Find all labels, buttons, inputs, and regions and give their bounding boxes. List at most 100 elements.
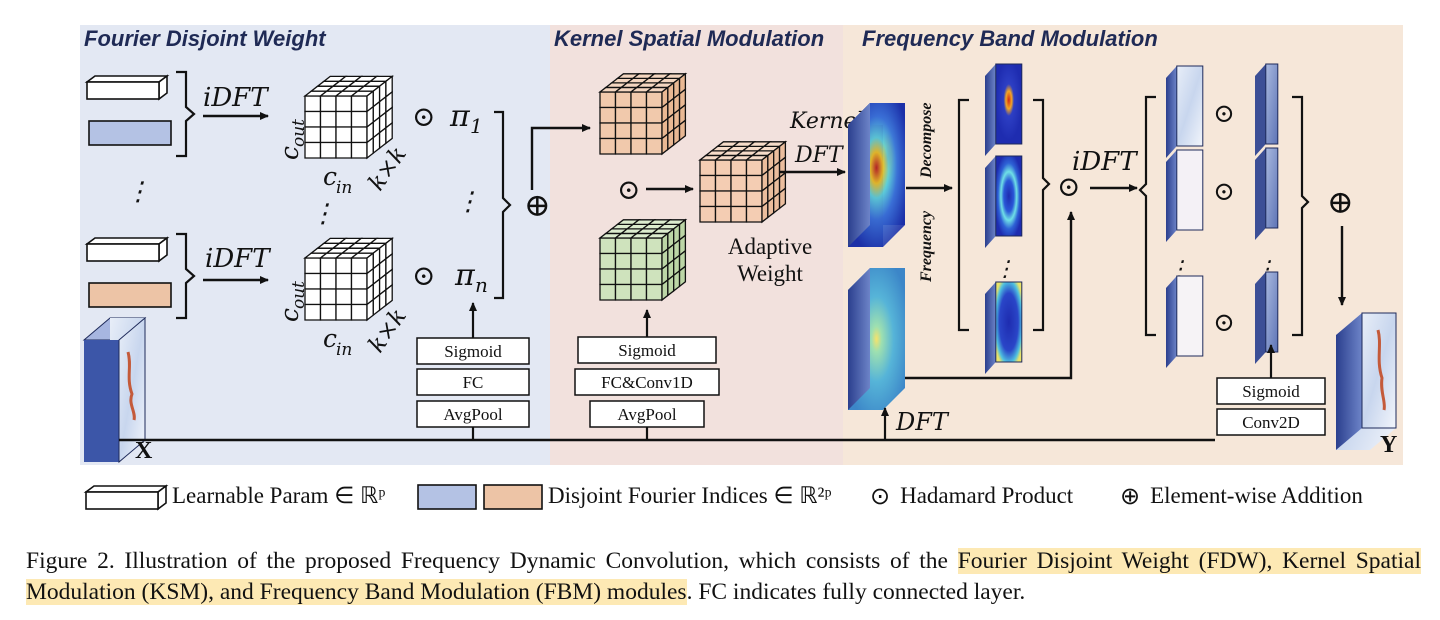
fdw-box-fc: FC xyxy=(463,373,484,392)
idft-label-top: iDFT xyxy=(203,83,269,113)
cube-cell xyxy=(319,126,337,144)
svg-text:Decompose: Decompose xyxy=(918,102,935,179)
cube-cell xyxy=(645,137,663,155)
cube-cell xyxy=(699,159,717,177)
svg-text:π: π xyxy=(449,99,471,134)
frequency-label: Frequency xyxy=(918,210,935,283)
learnable-param-top xyxy=(84,74,170,101)
hadamard-band-2: ⊙ xyxy=(1213,177,1235,207)
cube-cell xyxy=(599,283,617,301)
cube-cell xyxy=(645,268,663,286)
cube-cell xyxy=(745,190,763,208)
disjoint-index-swatch xyxy=(417,484,543,510)
legend-addition-label: Element-wise Addition xyxy=(1150,483,1363,508)
cube-cell xyxy=(745,205,763,223)
cube-cell xyxy=(335,288,353,306)
legend-learnable-label: Learnable Param ∈ ℝᵖ xyxy=(172,483,386,508)
legend-hadamard-label: Hadamard Product xyxy=(900,483,1074,508)
cube-cell xyxy=(319,95,337,113)
idft-label-bottom: iDFT xyxy=(205,244,271,274)
cube-cell xyxy=(599,137,617,155)
svg-text:n: n xyxy=(475,273,488,297)
fdw-box-avgpool: AvgPool xyxy=(443,405,502,424)
cube-cell xyxy=(319,303,337,321)
cube-cell xyxy=(350,272,368,290)
cout-label-bottom: c out xyxy=(275,281,309,322)
fbm-section-title: Frequency Band Modulation xyxy=(862,26,1158,51)
legend-disjoint-label: Disjoint Fourier Indices ∈ ℝ²ᵖ xyxy=(548,483,832,508)
cube-cell xyxy=(745,159,763,177)
cube-cell xyxy=(645,252,663,270)
cube-cell xyxy=(304,257,322,275)
spatial-band-3 xyxy=(1166,275,1204,368)
svg-text:π: π xyxy=(454,258,476,293)
hadamard-bottom: ⊙ xyxy=(412,259,435,292)
green-attention-cube xyxy=(598,218,688,302)
feature-spectrum-plate xyxy=(848,268,905,410)
cout-label-top: c out xyxy=(275,119,309,160)
cube-cell xyxy=(678,118,687,142)
vdots-params: ⋮ xyxy=(125,177,151,207)
oplus-fdw: ⊕ xyxy=(524,186,551,224)
adaptive-label: Adaptive xyxy=(728,234,812,259)
hadamard-band-1: ⊙ xyxy=(1213,99,1235,129)
weight-label: Weight xyxy=(737,261,803,286)
cube-cell xyxy=(630,106,648,124)
band-high-freq xyxy=(985,281,1023,374)
cube-cell xyxy=(714,159,732,177)
kernel-cube-top xyxy=(303,75,395,160)
attention-map-2 xyxy=(1255,147,1279,240)
cube-cell xyxy=(645,283,663,301)
plate-side xyxy=(985,156,996,248)
cube-cell xyxy=(645,106,663,124)
pi-n-label: π n xyxy=(454,258,488,297)
cube-cell xyxy=(630,91,648,109)
cube-cell xyxy=(350,141,368,159)
cube-cell xyxy=(385,283,393,307)
cube-cell xyxy=(335,257,353,275)
cube-cell xyxy=(350,126,368,144)
cube-cell xyxy=(745,174,763,192)
pi-1-label: π 1 xyxy=(449,99,483,138)
cube-cell xyxy=(335,95,353,113)
cube-cell xyxy=(350,110,368,128)
caption-text-2: . FC indicates fully connected layer. xyxy=(686,579,1026,605)
cube-cell xyxy=(304,95,322,113)
cube-cell xyxy=(319,257,337,275)
spatial-band-1 xyxy=(1166,65,1204,158)
cube-cell xyxy=(335,272,353,290)
cube-cell xyxy=(730,190,748,208)
svg-text:out: out xyxy=(289,281,309,309)
cube-cell xyxy=(730,174,748,192)
kernel-cube-bottom xyxy=(303,237,395,322)
band-low-freq xyxy=(985,63,1023,156)
orange-weight-cube xyxy=(598,72,688,156)
cube-cell xyxy=(614,268,632,286)
cube-cell xyxy=(645,237,663,255)
cube-cell xyxy=(599,252,617,270)
plate-face xyxy=(1176,65,1204,147)
ksm-box-sigmoid: Sigmoid xyxy=(618,341,676,360)
cube-cell xyxy=(350,303,368,321)
cube-cell xyxy=(614,237,632,255)
plate-face xyxy=(995,155,1023,237)
cube-cell xyxy=(714,190,732,208)
bands-bracket-right xyxy=(1033,98,1051,332)
brace-bottom xyxy=(176,232,196,320)
spatial-band-2 xyxy=(1166,149,1204,242)
legend: Learnable Param ∈ ℝᵖ Disjoint Fourier In… xyxy=(80,478,1420,518)
hadamard-symbol: ⊙ xyxy=(870,482,891,510)
cube-cell xyxy=(350,288,368,306)
kernel-spectrum-plate xyxy=(848,103,905,247)
band-mid-freq xyxy=(985,155,1023,248)
cube-cell xyxy=(645,122,663,140)
cube-cell xyxy=(630,122,648,140)
plate-side xyxy=(1255,272,1266,364)
sum-bracket xyxy=(494,110,512,300)
plate-face xyxy=(1176,149,1204,231)
vdots-pi: ⋮ xyxy=(455,187,481,217)
hadamard-ksm: ⊙ xyxy=(617,173,640,206)
feature-dft-label: DFT xyxy=(895,408,950,436)
vdots-bands: ⋮ xyxy=(994,257,1016,282)
svg-text:in: in xyxy=(336,178,352,198)
